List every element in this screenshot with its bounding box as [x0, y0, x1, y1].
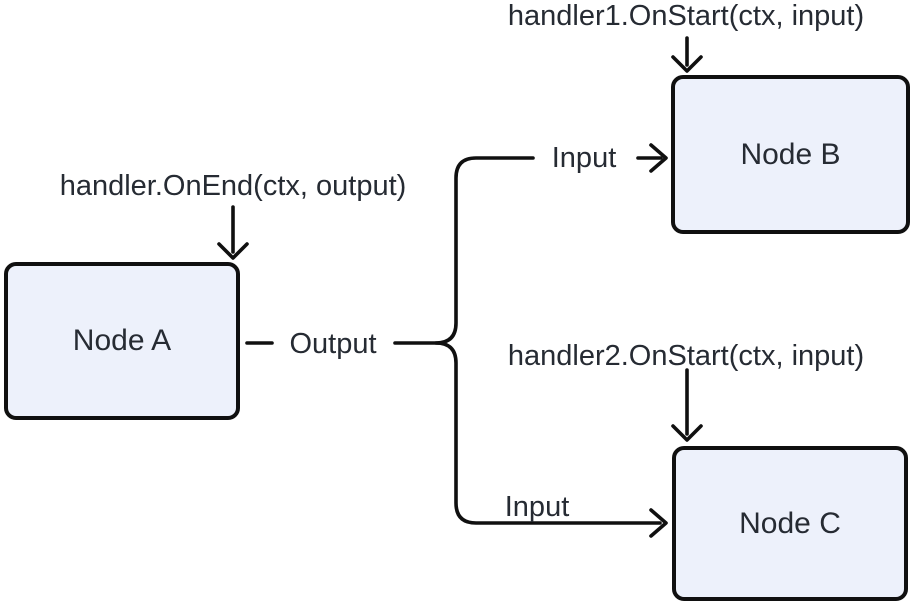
node-b: Node B — [671, 75, 910, 234]
node-a: Node A — [4, 262, 240, 420]
hook-label-onstart1: handler1.OnStart(ctx, input) — [507, 0, 865, 32]
node-c: Node C — [672, 446, 908, 601]
edge-output-to-node-c — [434, 341, 668, 538]
node-a-label: Node A — [72, 324, 172, 357]
edge-label-output: Output — [289, 327, 377, 360]
arrow-down-onstart1-icon — [671, 36, 703, 73]
hook-label-onstart2: handler2.OnStart(ctx, input) — [507, 339, 865, 372]
hook-label-onend: handler.OnEnd(ctx, output) — [59, 169, 407, 202]
arrow-down-onend-icon — [217, 205, 249, 260]
edge-label-input-to-c: Input — [504, 490, 570, 523]
node-c-label: Node C — [739, 506, 841, 540]
arrow-down-onstart2-icon — [671, 368, 703, 442]
edge-label-input-to-b: Input — [551, 141, 617, 174]
edge-output-to-node-b — [393, 143, 668, 345]
node-b-label: Node B — [740, 137, 841, 171]
